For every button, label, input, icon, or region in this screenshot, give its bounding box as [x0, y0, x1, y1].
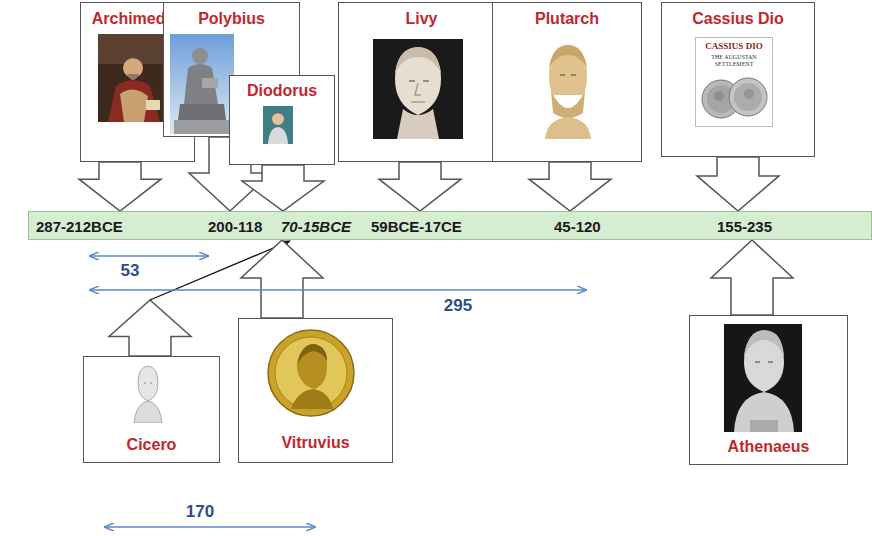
person-box: Cicero — [83, 356, 220, 463]
person-name: Diodorus — [230, 81, 334, 100]
person-name: Polybius — [164, 9, 299, 28]
date-range: 200-118 — [208, 217, 262, 234]
span-arrow — [90, 255, 208, 257]
bust-photo — [373, 39, 463, 139]
date-range: 287-212BCE — [36, 217, 123, 234]
block-arrow — [711, 240, 793, 315]
person-box: Livy — [338, 2, 505, 162]
span-arrow — [90, 289, 586, 291]
person-name: Athenaeus — [690, 437, 847, 456]
block-arrow-shape — [242, 165, 324, 211]
date-range: 59BCE-17CE — [371, 217, 462, 234]
block-arrow-shape — [529, 162, 611, 211]
block-arrow-shape — [109, 300, 191, 356]
span-arrow — [105, 526, 315, 528]
block-arrow — [379, 162, 461, 211]
block-arrow — [79, 162, 161, 211]
block-arrow-shape — [711, 240, 793, 315]
person-box: Diodorus — [229, 75, 335, 165]
block-arrow-shape — [79, 162, 161, 211]
block-arrow — [697, 157, 779, 211]
span-number: 170 — [186, 502, 214, 522]
person-name: Cicero — [84, 435, 219, 454]
block-arrow-shape — [241, 240, 323, 318]
person-box: Athenaeus — [689, 315, 848, 465]
date-range: 70-15BCE — [281, 217, 351, 234]
cover-text: CASSIUS DIO — [698, 41, 770, 51]
person-box: Plutarch — [492, 2, 642, 162]
date-range: 155-235 — [717, 217, 772, 234]
date-range: 45-120 — [554, 217, 601, 234]
person-name: Vitruvius — [239, 433, 392, 452]
block-arrow-shape — [379, 162, 461, 211]
person-name: Livy — [339, 9, 504, 28]
bust-photo — [533, 41, 603, 139]
bust-photo — [128, 363, 168, 423]
person-name: Plutarch — [493, 9, 641, 28]
block-arrow-shape — [697, 157, 779, 211]
block-arrow — [241, 240, 323, 318]
bust-photo — [724, 324, 802, 432]
person-name: Cassius Dio — [662, 9, 814, 28]
timeline-band: 287-212BCE 200-118 70-15BCE 59BCE-17CE 45-12… — [28, 211, 872, 240]
statue-photo — [170, 34, 234, 134]
portrait-icon — [263, 106, 293, 144]
span-number: 295 — [444, 296, 472, 316]
portrait-painting — [98, 34, 168, 122]
person-box: Vitruvius — [238, 318, 393, 463]
block-arrow — [242, 165, 324, 211]
block-arrow — [529, 162, 611, 211]
cover-text: THE AUGUSTAN SETTLEMENT — [698, 54, 770, 68]
person-box: Cassius DioCASSIUS DIO THE AUGUSTAN SETTL… — [661, 2, 815, 157]
medallion — [267, 329, 355, 417]
span-number: 53 — [121, 261, 140, 281]
